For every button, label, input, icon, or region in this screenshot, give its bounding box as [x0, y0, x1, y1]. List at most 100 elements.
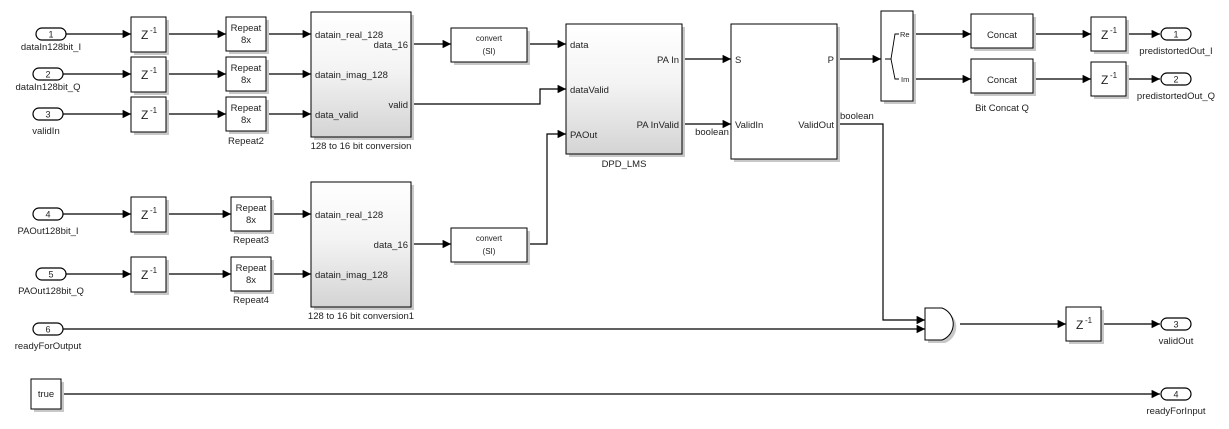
unit-delay-block[interactable]: Z -1	[130, 56, 169, 95]
unit-delay-block[interactable]: Z -1	[130, 256, 169, 295]
inport-number: 1	[48, 30, 53, 40]
constant-value: true	[38, 389, 54, 400]
outport-name: readyForInput	[1146, 406, 1206, 417]
port-label: dataValid	[570, 85, 609, 96]
unit-delay-block[interactable]: Z -1	[1090, 61, 1129, 99]
delay-exp: -1	[150, 66, 158, 75]
block-name: Repeat4	[233, 295, 269, 306]
signal-line[interactable]	[411, 84, 566, 105]
outport-name: predistortedOut_I	[1139, 46, 1212, 57]
block-name: 128 to 16 bit conversion	[311, 141, 412, 152]
subsystem-128-to-16-bit-conversion[interactable]: datain_real_128 datain_imag_128 data_val…	[310, 11, 414, 152]
repeat-block-repeat3[interactable]: Repeat 8x Repeat3	[230, 196, 274, 246]
outport-3[interactable]: 3 validOut	[1159, 317, 1194, 347]
repeat-line1: Repeat	[231, 103, 262, 114]
logical-and-block[interactable]	[924, 307, 957, 343]
block-name: DPD_LMS	[602, 159, 647, 170]
port-label: datain_imag_128	[315, 270, 388, 281]
inport-name: validIn	[32, 126, 59, 137]
delay-z: Z	[1076, 318, 1083, 332]
repeat-block[interactable]: Repeat 8x	[225, 16, 269, 54]
delay-z: Z	[1101, 28, 1108, 42]
delay-exp: -1	[150, 106, 158, 115]
delay-z: Z	[141, 28, 148, 42]
unit-delay-block[interactable]: Z -1	[1065, 306, 1104, 344]
inport-name: dataIn128bit_Q	[16, 82, 81, 93]
outport-number: 2	[1173, 75, 1178, 85]
inport-4[interactable]: 4 PAOut128bit_I	[17, 207, 79, 237]
split-icon	[885, 33, 899, 80]
unit-delay-block[interactable]: Z -1	[130, 96, 169, 135]
inport-5[interactable]: 5 PAOut128bit_Q	[18, 267, 84, 297]
delay-z: Z	[141, 208, 148, 222]
repeat-line2: 8x	[241, 35, 251, 46]
outport-1[interactable]: 1 predistortedOut_I	[1139, 27, 1213, 57]
block-name: Repeat3	[233, 235, 269, 246]
serial-to-parallel-block[interactable]: S ValidIn P ValidOut	[730, 23, 840, 162]
and-gate-icon	[924, 307, 954, 341]
signal-label-boolean: boolean	[840, 111, 874, 122]
constant-block-true[interactable]: true	[30, 378, 64, 412]
repeat-line2: 8x	[246, 275, 256, 286]
signal-line[interactable]	[837, 123, 925, 325]
repeat-line1: Repeat	[236, 263, 267, 274]
bit-concat-q-block[interactable]: Concat Bit Concat Q	[970, 58, 1036, 114]
inport-1[interactable]: 1 dataIn128bit_I	[21, 27, 81, 53]
port-label: data_16	[374, 240, 408, 251]
repeat-block[interactable]: Repeat 8x	[225, 56, 269, 94]
port-label: datain_imag_128	[315, 70, 388, 81]
complex-to-real-imag-block[interactable]: Re Im	[880, 10, 916, 104]
inport-number: 6	[45, 325, 50, 335]
data-type-conversion-block[interactable]: convert (SI)	[450, 227, 530, 265]
inport-name: dataIn128bit_I	[21, 42, 81, 53]
inport-number: 4	[45, 210, 50, 220]
unit-delay-block[interactable]: Z -1	[130, 16, 169, 55]
outport-number: 3	[1173, 320, 1178, 330]
data-type-conversion-block[interactable]: convert (SI)	[450, 27, 530, 65]
port-label-re: Re	[900, 30, 910, 39]
outport-4[interactable]: 4 readyForInput	[1146, 387, 1206, 417]
convert-line1: convert	[476, 34, 503, 43]
port-label: S	[735, 55, 741, 66]
port-label: P	[828, 55, 834, 66]
concat-label: Concat	[987, 75, 1017, 86]
inport-6[interactable]: 6 readyForOutput	[15, 322, 82, 352]
inport-number: 5	[48, 270, 53, 280]
delay-z: Z	[1101, 73, 1108, 87]
block-name: Repeat2	[228, 136, 264, 147]
outport-number: 1	[1173, 30, 1178, 40]
unit-delay-block[interactable]: Z -1	[130, 196, 169, 235]
convert-line2: (SI)	[483, 47, 496, 56]
inport-number: 3	[45, 110, 50, 120]
block-name: 128 to 16 bit conversion1	[308, 311, 414, 322]
repeat-line1: Repeat	[231, 23, 262, 34]
unit-delay-block[interactable]: Z -1	[1090, 16, 1129, 54]
outport-2[interactable]: 2 predistortedOut_Q	[1137, 72, 1215, 102]
delay-exp: -1	[1085, 316, 1093, 325]
delay-exp: -1	[150, 206, 158, 215]
block-name: Bit Concat Q	[975, 103, 1029, 114]
port-label-im: Im	[901, 75, 909, 84]
repeat-block-repeat2[interactable]: Repeat 8x Repeat2	[225, 96, 269, 147]
port-label: PA In	[657, 55, 679, 66]
repeat-line2: 8x	[241, 75, 251, 86]
subsystem-128-to-16-bit-conversion1[interactable]: datain_real_128 datain_imag_128 data_16 …	[308, 181, 414, 322]
port-label: PAOut	[570, 130, 598, 141]
bit-concat-i-block[interactable]: Concat	[970, 13, 1036, 51]
convert-line2: (SI)	[483, 247, 496, 256]
inport-2[interactable]: 2 dataIn128bit_Q	[16, 67, 81, 93]
delay-exp: -1	[150, 26, 158, 35]
repeat-line1: Repeat	[231, 63, 262, 74]
inport-3[interactable]: 3 validIn	[32, 107, 64, 137]
repeat-block-repeat4[interactable]: Repeat 8x Repeat4	[230, 256, 274, 306]
delay-z: Z	[141, 68, 148, 82]
signal-lines	[63, 29, 1160, 399]
signal-line[interactable]	[527, 129, 566, 245]
inport-number: 2	[45, 70, 50, 80]
subsystem-dpd-lms[interactable]: data dataValid PAOut PA In PA InValid DP…	[565, 23, 685, 170]
repeat-line2: 8x	[246, 215, 256, 226]
port-label: data_valid	[315, 110, 358, 121]
port-label: PA InValid	[637, 120, 679, 131]
delay-exp: -1	[150, 266, 158, 275]
